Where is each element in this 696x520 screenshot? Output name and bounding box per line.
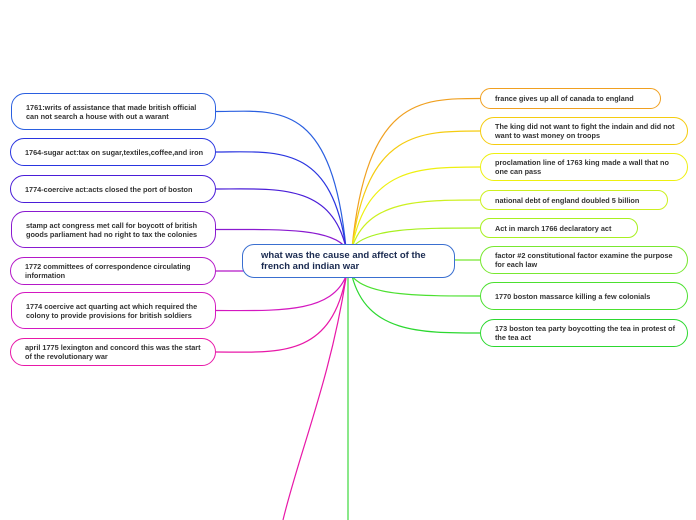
branch-coercive-act-port[interactable]: 1774-coercive act:acts closed the port o…: [10, 175, 216, 203]
connector-right-3: [351, 199, 481, 249]
connector-left-0: [215, 110, 347, 249]
branch-label: 1774-coercive act:acts closed the port o…: [25, 184, 193, 194]
branch-label: 1770 boston massarce killing a few colon…: [495, 291, 651, 301]
branch-label: stamp act congress met call for boycott …: [26, 220, 198, 239]
branch-boston-massacre[interactable]: 1770 boston massarce killing a few colon…: [480, 282, 688, 310]
connector-left-6: [215, 275, 347, 353]
branch-label: The king did not want to fight the indai…: [495, 122, 675, 140]
connector-bottom-magenta: [282, 277, 347, 520]
branch-stamp-act-congress[interactable]: stamp act congress met call for boycott …: [11, 211, 216, 248]
branch-label: national debt of england doubled 5 billi…: [495, 195, 640, 205]
branch-committees-of-correspondence[interactable]: 1772 committees of correspondence circul…: [10, 257, 216, 285]
branch-label: france gives up all of canada to england: [495, 94, 634, 103]
connector-left-3: [215, 228, 347, 249]
connector-right-1: [351, 130, 481, 249]
branch-writs-of-assistance[interactable]: 1761:writs of assistance that made briti…: [11, 93, 216, 130]
branch-lexington-concord[interactable]: april 1775 lexington and concord this wa…: [10, 338, 216, 366]
connector-right-6: [351, 275, 481, 297]
connector-right-0: [351, 97, 481, 249]
branch-sugar-act[interactable]: 1764-sugar act:tax on sugar,textiles,cof…: [10, 138, 216, 166]
central-topic[interactable]: what was the cause and affect of the fre…: [242, 244, 455, 278]
branch-label: 1764-sugar act:tax on sugar,textiles,cof…: [25, 147, 204, 157]
connector-right-2: [351, 166, 481, 249]
central-topic-label: what was the cause and affect of the fre…: [261, 250, 426, 272]
branch-france-gives-up-canada[interactable]: france gives up all of canada to england: [480, 88, 661, 109]
connector-right-7: [351, 275, 481, 334]
branch-label: april 1775 lexington and concord this wa…: [25, 343, 201, 361]
branch-label: factor #2 constitutional factor examine …: [495, 251, 673, 269]
branch-label: 173 boston tea party boycotting the tea …: [495, 324, 676, 342]
branch-boston-tea-party[interactable]: 173 boston tea party boycotting the tea …: [480, 319, 688, 347]
connector-right-4: [351, 227, 481, 249]
connector-left-1: [215, 151, 347, 249]
branch-constitutional-factor[interactable]: factor #2 constitutional factor examine …: [480, 246, 688, 274]
branch-label: 1774 coercive act quarting act which req…: [26, 301, 198, 320]
branch-label: 1772 committees of correspondence circul…: [25, 262, 191, 280]
connector-left-5: [215, 275, 347, 312]
branch-label: proclamation line of 1763 king made a wa…: [495, 158, 669, 176]
branch-declaratory-act[interactable]: Act in march 1766 declaratory act: [480, 218, 638, 238]
branch-quartering-act[interactable]: 1774 coercive act quarting act which req…: [11, 292, 216, 329]
branch-label: 1761:writs of assistance that made briti…: [26, 102, 197, 121]
branch-king-troops[interactable]: The king did not want to fight the indai…: [480, 117, 688, 145]
branch-proclamation-line[interactable]: proclamation line of 1763 king made a wa…: [480, 153, 688, 181]
connector-left-2: [215, 188, 347, 249]
branch-label: Act in march 1766 declaratory act: [495, 223, 612, 233]
branch-national-debt[interactable]: national debt of england doubled 5 billi…: [480, 190, 668, 210]
